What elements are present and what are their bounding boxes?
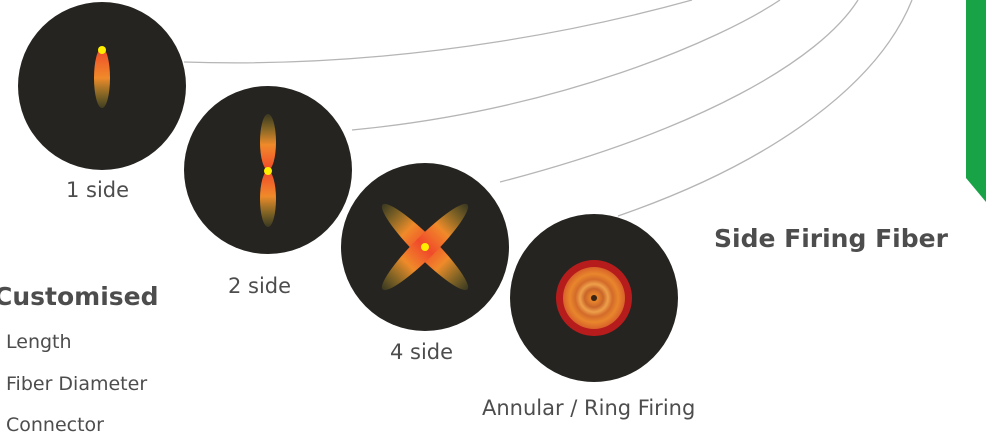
curve-one-side — [184, 0, 692, 63]
curve-two-side — [352, 0, 780, 130]
curve-four-side — [500, 0, 858, 182]
fiber-one-side-beam — [94, 48, 110, 108]
fiber-one-side-label: 1 side — [66, 178, 129, 202]
customised-option-connector: Connector — [6, 414, 104, 436]
fiber-ring-label: Annular / Ring Firing — [482, 396, 695, 420]
fiber-one-side — [18, 2, 186, 170]
fiber-two-side — [184, 86, 352, 254]
fiber-two-side-label: 2 side — [228, 274, 291, 298]
fiber-four-side — [341, 163, 509, 331]
curve-ring — [618, 0, 912, 216]
green-accent-shape — [966, 0, 986, 202]
customised-option-fiber-diameter: Fiber Diameter — [6, 373, 147, 395]
fiber-two-side-focus — [264, 167, 272, 175]
page-title: Side Firing Fiber — [714, 224, 948, 253]
fiber-four-side-label: 4 side — [390, 340, 453, 364]
fiber-ring — [510, 214, 678, 382]
fiber-one-side-focus — [98, 46, 106, 54]
fiber-four-side-focus — [421, 243, 429, 251]
customised-option-length: Length — [6, 331, 72, 353]
fiber-two-side-beam-up — [260, 114, 276, 170]
side-firing-diagram — [0, 0, 986, 427]
fiber-ring-center — [591, 295, 597, 301]
customised-heading: Customised — [0, 282, 159, 311]
fiber-two-side-beam-down — [260, 171, 276, 227]
